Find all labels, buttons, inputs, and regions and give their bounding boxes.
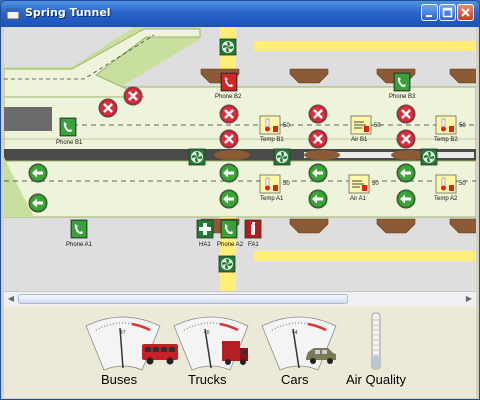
tunnel-diagram: 50 50 50 50 50 50 Phone B2 Phone B3 Phon…	[4, 27, 476, 291]
lane-closed-icon[interactable]	[122, 85, 144, 107]
fan-icon[interactable]	[188, 148, 206, 166]
lane-closed-icon[interactable]	[395, 103, 417, 125]
south-grass	[4, 157, 34, 217]
air-b1-value: 50	[374, 123, 381, 129]
phone-a1-label: Phone A1	[66, 242, 93, 248]
scroll-left-icon[interactable]: ◀	[7, 294, 15, 303]
air-a1-icon[interactable]	[348, 174, 370, 194]
close-icon	[461, 8, 470, 17]
app-icon	[6, 8, 20, 20]
fan-icon[interactable]	[420, 148, 438, 166]
phone-a2-icon[interactable]	[220, 219, 238, 239]
phone-a2-label: Phone A2	[217, 242, 244, 248]
pillar-median	[304, 150, 340, 160]
lane-closed-icon[interactable]	[218, 128, 240, 150]
phone-b1-label: Phone B1	[56, 140, 83, 146]
bus-icon	[142, 344, 178, 365]
fa1-label: FA1	[248, 242, 259, 248]
lane-closed-icon[interactable]	[395, 128, 417, 150]
temp-b2-value: 50	[459, 123, 466, 129]
lane-open-icon[interactable]	[219, 163, 239, 183]
lane-open-icon[interactable]	[308, 163, 328, 183]
pillar-median	[391, 150, 427, 160]
median-light-strip	[304, 152, 474, 158]
air-quality-fill	[373, 356, 379, 368]
air-a1-label: Air A1	[350, 196, 367, 202]
lane-closed-icon[interactable]	[218, 103, 240, 125]
temp-b1-value: 50	[283, 123, 290, 129]
lane-closed-icon[interactable]	[307, 128, 329, 150]
temp-a2-icon[interactable]	[435, 174, 457, 194]
temp-b2-icon[interactable]	[435, 115, 457, 135]
air-quality-label: Air Quality	[346, 372, 406, 387]
phone-b2-label: Phone B2	[215, 94, 242, 100]
truck-icon	[222, 341, 248, 365]
ha1-label: HA1	[199, 242, 211, 248]
hydrant-icon[interactable]	[196, 219, 214, 239]
lane-open-icon[interactable]	[219, 189, 239, 209]
fan-icon[interactable]	[218, 255, 236, 273]
trucks-label: Trucks	[188, 372, 227, 387]
yellow-band-north	[254, 41, 476, 51]
maximize-icon	[442, 7, 453, 18]
air-quality-bar	[371, 312, 381, 370]
fire-alarm-icon[interactable]	[244, 219, 262, 239]
title-bar[interactable]: Spring Tunnel	[1, 1, 479, 27]
air-a1-value: 50	[372, 181, 379, 187]
cars-label: Cars	[281, 372, 309, 387]
tunnel-portal-b	[4, 107, 52, 131]
ramp-road	[4, 28, 201, 98]
fan-icon[interactable]	[273, 148, 291, 166]
lane-open-icon[interactable]	[396, 163, 416, 183]
scroll-right-icon[interactable]: ▶	[465, 294, 473, 303]
temp-a1-label: Temp A1	[260, 196, 284, 202]
lane-open-icon[interactable]	[28, 163, 48, 183]
window-title: Spring Tunnel	[25, 6, 111, 19]
temp-b1-label: Temp B1	[260, 137, 284, 143]
road-b	[4, 86, 476, 158]
ramp-lane-line	[4, 34, 155, 80]
buses-value: 47	[120, 330, 126, 336]
lane-open-icon[interactable]	[396, 189, 416, 209]
lane-open-icon[interactable]	[308, 189, 328, 209]
lane-closed-icon[interactable]	[97, 97, 119, 119]
pillar-median	[214, 150, 250, 160]
phone-b1-icon[interactable]	[59, 117, 77, 137]
fan-icon[interactable]	[219, 38, 237, 56]
maximize-button[interactable]	[439, 4, 456, 21]
temp-a2-label: Temp A2	[434, 196, 458, 202]
air-b1-icon[interactable]	[350, 115, 372, 135]
temp-a1-icon[interactable]	[259, 174, 281, 194]
car-icon	[306, 348, 336, 364]
minimize-button[interactable]	[421, 4, 438, 21]
phone-b2-icon[interactable]	[220, 72, 238, 92]
phone-a1-icon[interactable]	[70, 219, 88, 239]
traffic-gauges-panel: 47 Buses 40 Trucks 44	[4, 306, 476, 398]
road-a	[4, 160, 476, 218]
lane-closed-icon[interactable]	[307, 103, 329, 125]
buses-label: Buses	[101, 372, 138, 387]
tunnel-map: 50 50 50 50 50 50 Phone B2 Phone B3 Phon…	[4, 27, 476, 291]
horizontal-scrollbar[interactable]: ◀ ▶	[4, 291, 476, 306]
temp-b1-icon[interactable]	[259, 115, 281, 135]
phone-b3-label: Phone B3	[389, 94, 416, 100]
temp-a2-value: 50	[459, 181, 466, 187]
temp-a1-value: 50	[283, 181, 290, 187]
cars-value: 44	[292, 330, 298, 336]
temp-b2-label: Temp B2	[434, 137, 458, 143]
buses-gauge: 47	[85, 316, 161, 371]
minimize-icon	[426, 15, 432, 17]
air-b1-label: Air B1	[351, 137, 368, 143]
yellow-band-south	[254, 251, 476, 261]
close-button[interactable]	[457, 4, 474, 21]
lane-open-icon[interactable]	[28, 193, 48, 213]
trucks-value: 40	[204, 330, 210, 336]
scroll-thumb[interactable]	[18, 294, 348, 304]
phone-b3-icon[interactable]	[393, 72, 411, 92]
